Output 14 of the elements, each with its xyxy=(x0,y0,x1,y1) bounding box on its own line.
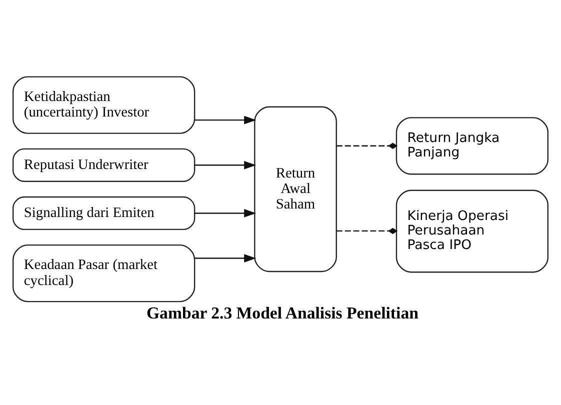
node-box: Return Jangka Panjang xyxy=(396,116,548,174)
node-box: Keadaan Pasar (market cyclical) xyxy=(12,244,196,302)
node-box: Return Awal Saham xyxy=(254,106,337,272)
arrow xyxy=(194,254,256,262)
node-box: Reputasi Underwriter xyxy=(12,148,196,182)
node-box: Kinerja Operasi Perusahaan Pasca IPO xyxy=(396,189,548,272)
node-box: Signalling dari Emiten xyxy=(12,196,196,230)
arrow xyxy=(194,115,256,124)
connector xyxy=(336,227,398,234)
arrow xyxy=(194,208,256,217)
arrow xyxy=(194,160,256,169)
node-box: Ketidakpastian (uncertainty) Investor xyxy=(12,76,196,134)
caption: Gambar 2.3 Model Analisis Penelitian xyxy=(146,303,418,322)
connector xyxy=(336,142,398,149)
